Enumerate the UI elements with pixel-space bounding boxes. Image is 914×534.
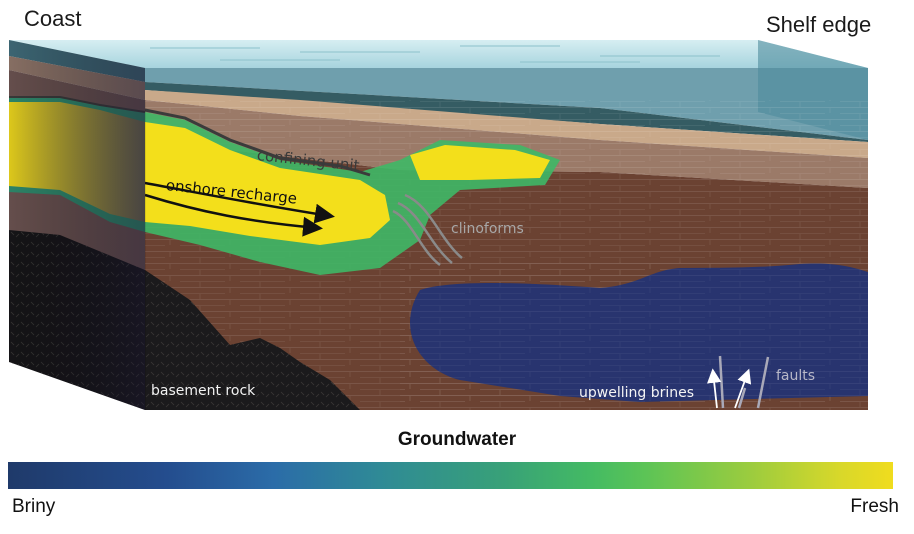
legend-min-label: Briny (12, 496, 56, 517)
faults-label: faults (776, 368, 816, 384)
fresh-aquifer-offshore (410, 145, 550, 180)
sea-surface (9, 40, 868, 68)
upwelling-arrows (707, 368, 752, 409)
shelf-edge-label: Shelf edge (766, 12, 872, 37)
legend-max-label: Fresh (850, 496, 899, 517)
recharge-arrow-2 (144, 193, 323, 237)
fault-lines (718, 355, 770, 409)
recharge-arrow-1 (144, 181, 335, 224)
confining-unit-line (144, 108, 371, 177)
clinoform-lines (392, 193, 463, 266)
clinoforms-label: clinoforms (451, 221, 524, 237)
coast-label: Coast (24, 6, 82, 31)
basement-rock-label: basement rock (151, 383, 256, 399)
seawater (145, 68, 868, 140)
groundwater-color-scale (8, 462, 893, 489)
legend-title: Groundwater (397, 429, 517, 450)
left-face-shading (9, 40, 145, 410)
upwelling-brines-label: upwelling brines (579, 385, 695, 401)
